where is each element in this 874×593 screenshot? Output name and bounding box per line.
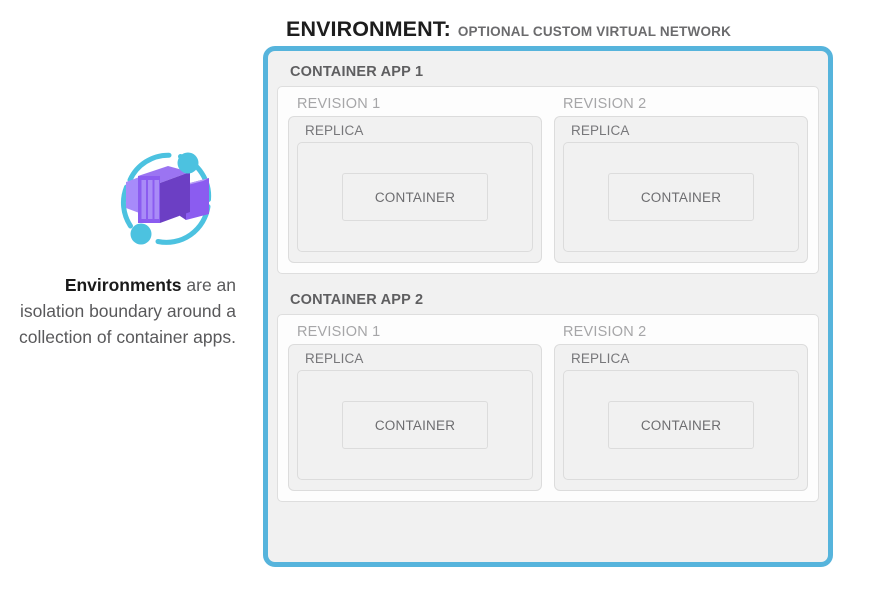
app-1-revision-1-container-label: CONTAINER <box>374 189 456 205</box>
environment-title-main: ENVIRONMENT: <box>286 17 451 41</box>
app-2-revision-2-label: REVISION 2 <box>563 324 647 340</box>
app-2-revision-1-box: REPLICA CONTAINER <box>288 344 542 491</box>
environment-caption: Environments are an isolation boundary a… <box>8 272 236 350</box>
app-1-revision-2-replica-box: CONTAINER <box>563 142 799 252</box>
azure-container-apps-icon <box>112 142 222 252</box>
app-2-revision-2-box: REPLICA CONTAINER <box>554 344 808 491</box>
container-app-1-body: REVISION 1 REPLICA CONTAINER REVISION 2 … <box>277 86 819 274</box>
app-2-revision-2-container-box: CONTAINER <box>608 401 754 449</box>
app-2-revision-1-container-label: CONTAINER <box>374 417 456 433</box>
app-1-revision-2-replica-label: REPLICA <box>571 123 630 138</box>
app-2-revision-2-replica-box: CONTAINER <box>563 370 799 480</box>
left-description-panel: Environments are an isolation boundary a… <box>0 0 250 593</box>
app-1-revision-1-label: REVISION 1 <box>297 96 381 112</box>
container-app-1: CONTAINER APP 1 REVISION 1 REPLICA CONTA… <box>277 60 819 274</box>
app-1-revision-2-container-box: CONTAINER <box>608 173 754 221</box>
app-1-revision-1-replica-label: REPLICA <box>305 123 364 138</box>
environment-title: ENVIRONMENT: OPTIONAL CUSTOM VIRTUAL NET… <box>286 17 731 43</box>
app-1-revision-2-box: REPLICA CONTAINER <box>554 116 808 263</box>
app-1-revision-1: REVISION 1 REPLICA CONTAINER <box>288 96 542 263</box>
app-1-revision-1-box: REPLICA CONTAINER <box>288 116 542 263</box>
app-2-revision-1-replica-label: REPLICA <box>305 351 364 366</box>
container-app-2: CONTAINER APP 2 REVISION 1 REPLICA CONTA… <box>277 288 819 502</box>
container-app-2-body: REVISION 1 REPLICA CONTAINER REVISION 2 … <box>277 314 819 502</box>
app-1-revision-2: REVISION 2 REPLICA CONTAINER <box>554 96 808 263</box>
app-2-revision-1: REVISION 1 REPLICA CONTAINER <box>288 324 542 491</box>
environment-title-subtitle: OPTIONAL CUSTOM VIRTUAL NETWORK <box>457 24 732 39</box>
caption-rest: are an isolation boundary around a colle… <box>19 275 236 347</box>
caption-strong: Environments <box>64 275 182 295</box>
app-1-revision-1-replica-box: CONTAINER <box>297 142 533 252</box>
app-2-revision-1-container-box: CONTAINER <box>342 401 488 449</box>
container-app-2-title: CONTAINER APP 2 <box>290 292 424 308</box>
app-2-revision-2: REVISION 2 REPLICA CONTAINER <box>554 324 808 491</box>
app-1-revision-2-label: REVISION 2 <box>563 96 647 112</box>
app-2-revision-1-label: REVISION 1 <box>297 324 381 340</box>
container-app-1-title: CONTAINER APP 1 <box>290 64 424 80</box>
environment-boundary-box: CONTAINER APP 1 REVISION 1 REPLICA CONTA… <box>263 46 833 567</box>
app-2-revision-2-container-label: CONTAINER <box>640 417 722 433</box>
app-1-revision-2-container-label: CONTAINER <box>640 189 722 205</box>
app-2-revision-2-replica-label: REPLICA <box>571 351 630 366</box>
app-1-revision-1-container-box: CONTAINER <box>342 173 488 221</box>
app-2-revision-1-replica-box: CONTAINER <box>297 370 533 480</box>
app-separator <box>277 274 819 288</box>
